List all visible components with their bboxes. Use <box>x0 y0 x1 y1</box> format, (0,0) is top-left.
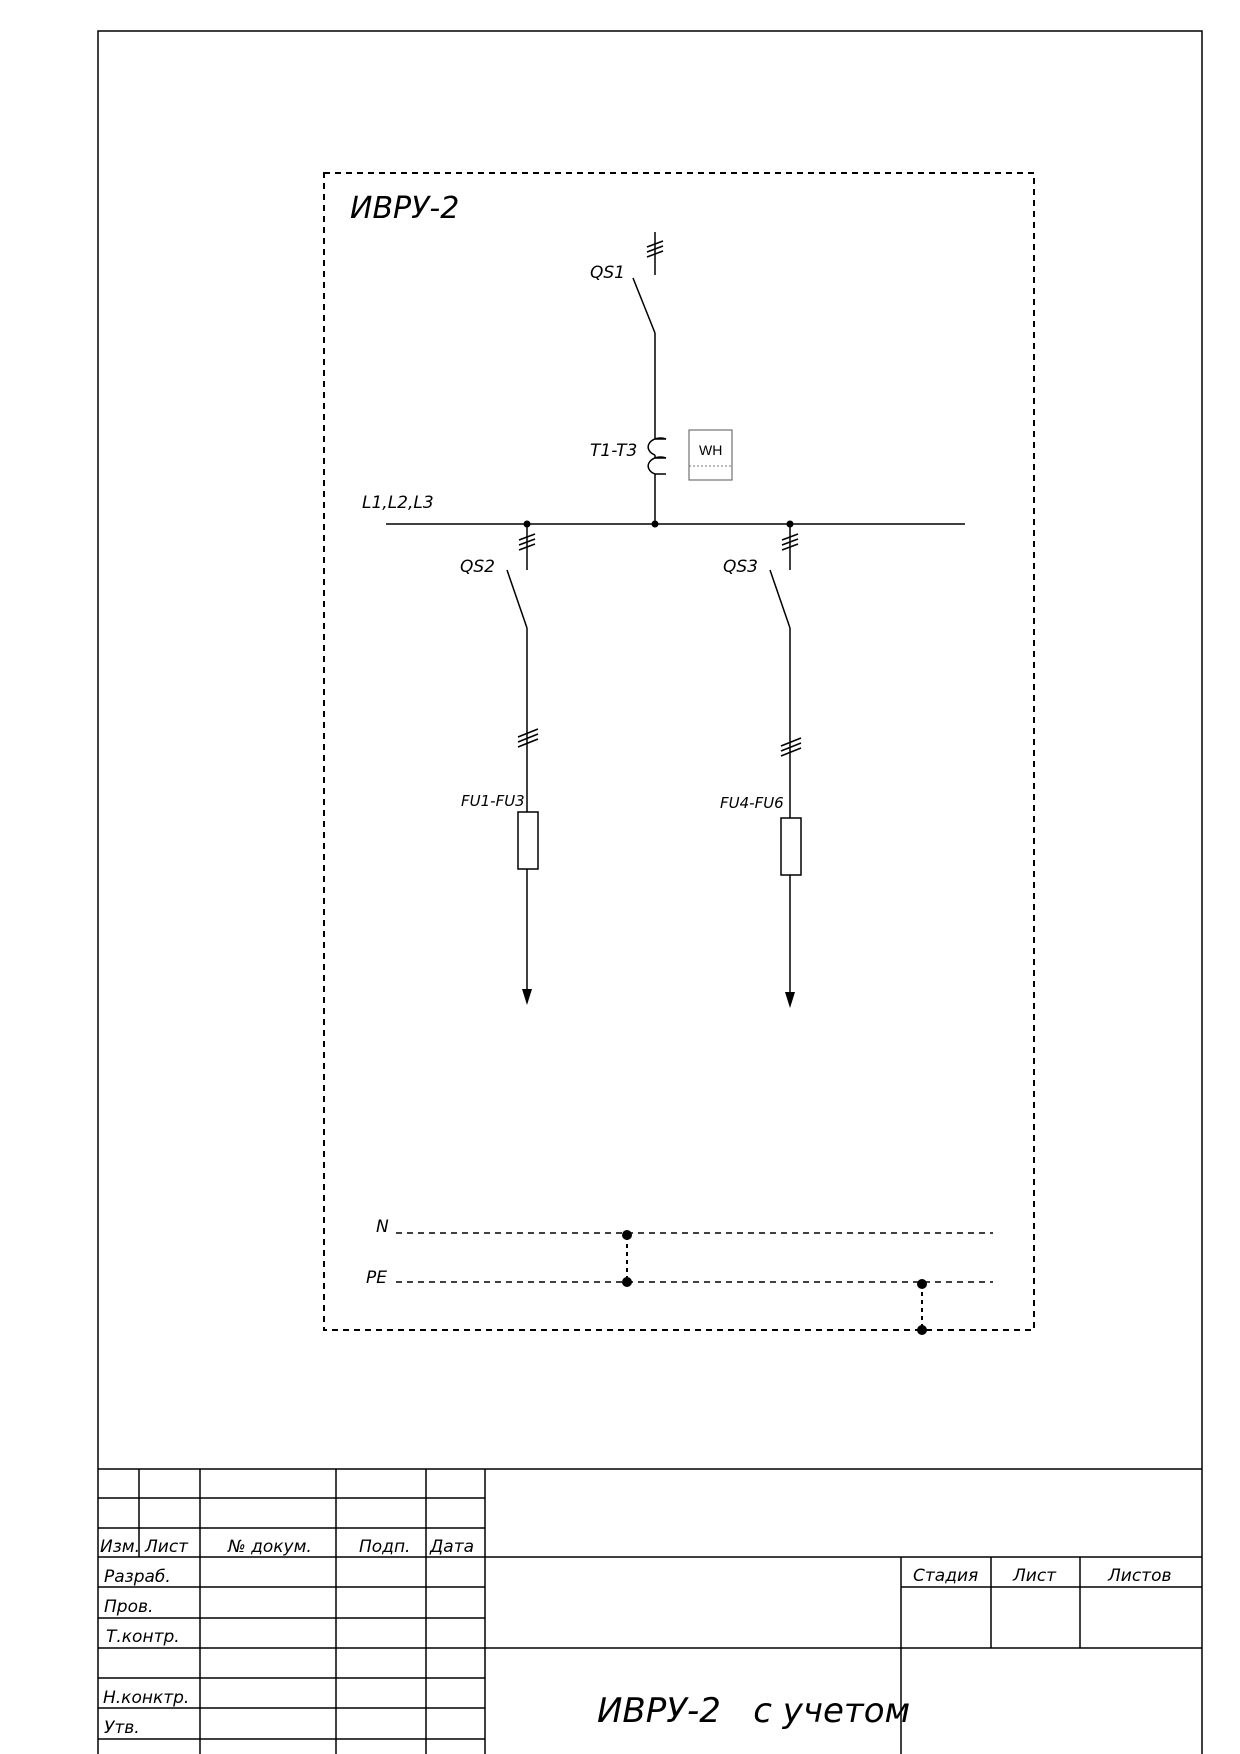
n-node <box>622 1230 632 1240</box>
row-tkontr: Т.контр. <box>106 1627 180 1647</box>
transformer-symbol <box>647 437 667 524</box>
qs2-label: QS2 <box>460 557 495 577</box>
row-prov: Пров. <box>104 1597 153 1617</box>
sheet-frame <box>97 30 1203 1754</box>
fuse1-label: FU1-FU3 <box>461 792 525 810</box>
ground-node <box>917 1325 927 1335</box>
meter-box <box>688 429 733 481</box>
col-data: Дата <box>429 1537 474 1557</box>
qs3-branch <box>769 524 802 996</box>
fuse2-label: FU4-FU6 <box>720 794 784 812</box>
pe-node <box>622 1277 632 1287</box>
qs1-label: QS1 <box>590 263 625 283</box>
meter-label: WH <box>699 442 722 458</box>
busbar-label: L1,L2,L3 <box>362 493 434 513</box>
col-izm: Изм. <box>100 1537 140 1557</box>
row-utv: Утв. <box>104 1718 140 1738</box>
col-listov: Листов <box>1107 1566 1172 1586</box>
cabinet-outline <box>323 172 1035 1331</box>
qs2-arrow <box>522 989 532 1005</box>
col-list: Лист <box>144 1537 189 1557</box>
qs3-arrow <box>785 992 795 1008</box>
col-dokum: № докум. <box>227 1537 312 1557</box>
row-nkontr: Н.конктр. <box>103 1688 189 1708</box>
col-stadiya: Стадия <box>913 1566 978 1586</box>
row-razrab: Разраб. <box>104 1567 171 1587</box>
qs3-label: QS3 <box>723 557 758 577</box>
transformer-label: T1-T3 <box>590 441 637 461</box>
title-block <box>98 1468 1202 1754</box>
col-list-2: Лист <box>1012 1566 1057 1586</box>
pe-label: PE <box>366 1268 387 1288</box>
qs2-branch <box>506 524 539 993</box>
bus-node-qs1 <box>651 520 659 528</box>
cabinet-title: ИВРУ-2 <box>350 191 459 226</box>
qs1-switch <box>632 232 664 437</box>
col-podp: Подп. <box>359 1537 410 1557</box>
pe-node-2 <box>917 1279 927 1289</box>
document-title: ИВРУ-2 с учетом <box>597 1691 910 1731</box>
n-label: N <box>376 1217 389 1237</box>
